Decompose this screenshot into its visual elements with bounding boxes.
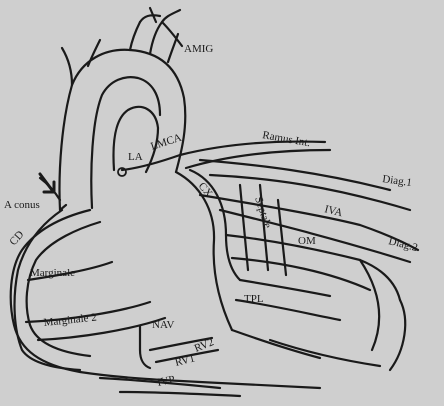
label-nav: NAV	[152, 319, 174, 331]
label-a-conus: A conus	[4, 199, 40, 211]
label-la: LA	[128, 151, 143, 163]
label-om: OM	[298, 235, 316, 247]
label-amig: AMIG	[184, 43, 213, 55]
label-tpl: TPL	[244, 293, 264, 305]
label-marginale: Marginale	[30, 267, 75, 279]
